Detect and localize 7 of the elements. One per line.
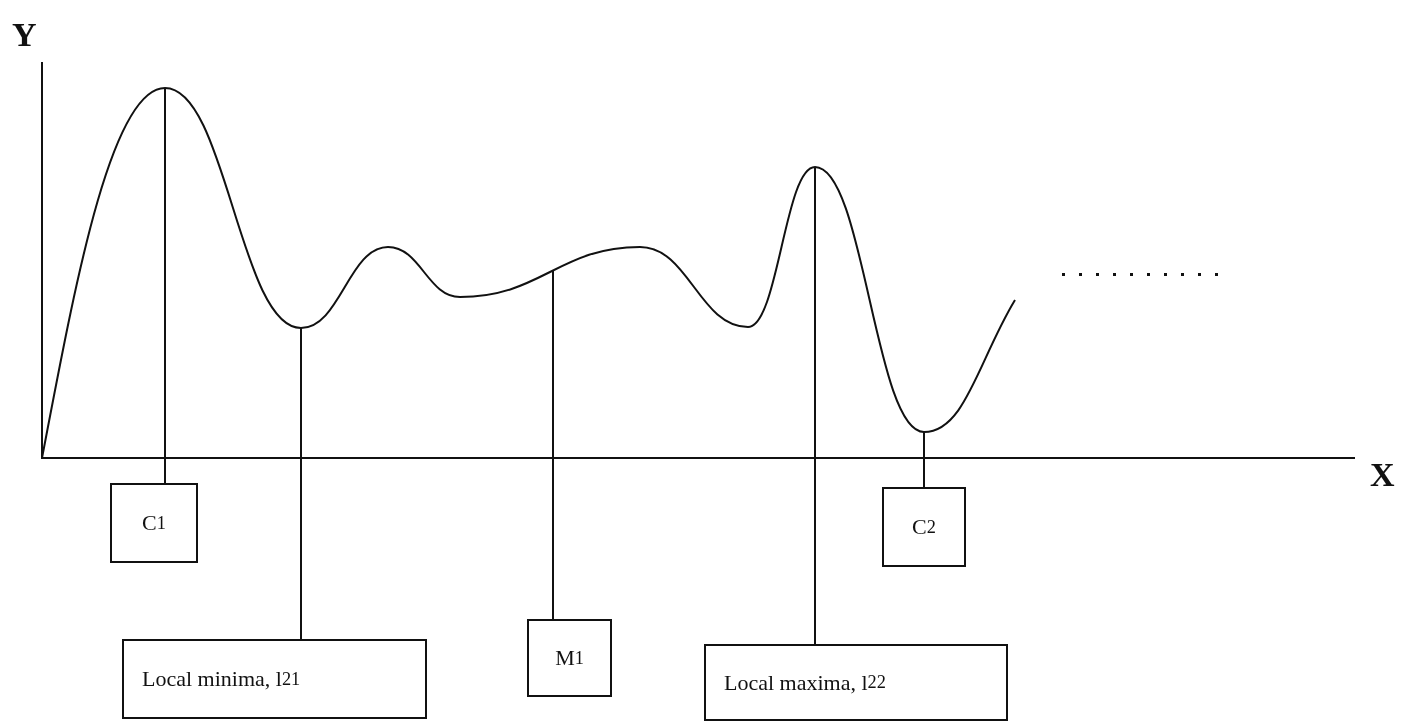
leader-line [814, 166, 816, 645]
leader-line [552, 270, 554, 620]
leader-line [923, 431, 925, 488]
axis-label: X [1370, 458, 1395, 492]
axis-label: Y [12, 18, 37, 52]
leader-line [164, 87, 166, 484]
leader-line [300, 327, 302, 640]
